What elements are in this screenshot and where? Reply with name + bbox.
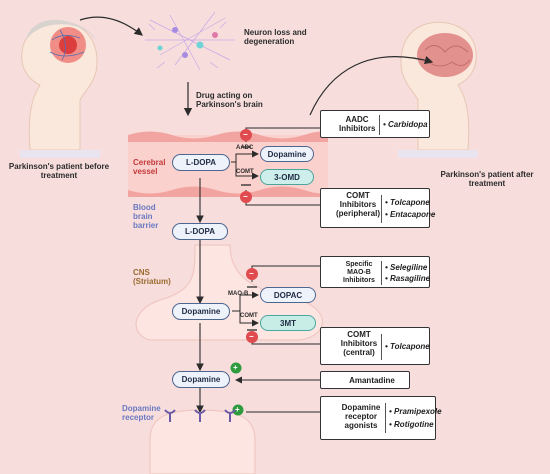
patient-before-label: Parkinson's patient before treatment xyxy=(8,162,110,180)
3-omd-node: 3-OMD xyxy=(260,169,314,185)
amantadine-box: Amantadine xyxy=(320,371,410,389)
cerebral-vessel-label: Cerebral vessel xyxy=(133,158,166,176)
activate-sign: + xyxy=(233,363,238,372)
inhibit-sign: − xyxy=(249,269,254,278)
activate-sign: + xyxy=(235,405,240,414)
l-dopa-brain-node: L-DOPA xyxy=(172,223,228,240)
arrow-head-to-neurons xyxy=(79,16,143,36)
neuron-cluster xyxy=(145,11,235,71)
drug-selegiline: • Selegiline xyxy=(385,263,428,272)
drug-acting-label: Drug acting on Parkinson's brain xyxy=(196,91,263,109)
inhibit-sign: − xyxy=(243,192,248,201)
maob-inhibitor-name: Specific MAO-B Inhibitors xyxy=(343,261,375,284)
aadc-enzyme-label: AADC xyxy=(236,145,254,151)
bbb-label: Blood brain barrier xyxy=(133,203,159,230)
maob-enzyme-label: MAO-B xyxy=(228,291,249,297)
patient-before-illustration xyxy=(20,19,100,158)
maob-inhibitor-box: Specific MAO-B Inhibitors • Selegiline •… xyxy=(320,256,430,288)
drug-rasagiline: • Rasagiline xyxy=(385,274,431,283)
comt-enzyme-label: COMT xyxy=(236,169,254,175)
dopamine-vessel-node: Dopamine xyxy=(260,146,314,162)
comt-central-inhibitor-box: COMT Inhibitors (central) • Tolcapone xyxy=(320,327,430,365)
dopamine-agonist-name: Dopamine receptor agonists xyxy=(341,403,381,430)
dopamine-synapse-node: Dopamine xyxy=(172,371,230,388)
3mt-node: 3MT xyxy=(260,315,316,331)
comt-peripheral-inhibitor-name: COMT Inhibitors (peripheral) xyxy=(335,191,380,218)
inhibition-markers xyxy=(240,129,258,343)
aadc-inhibitor-box: AADC Inhibitors • Carbidopa xyxy=(320,110,430,138)
amantadine-name: Amantadine xyxy=(349,376,395,385)
comt-central-inhibitor-name: COMT Inhibitors (central) xyxy=(340,330,378,357)
dopac-node: DOPAC xyxy=(260,287,316,303)
inhibit-sign: − xyxy=(243,130,248,139)
activation-markers xyxy=(230,362,244,416)
cerebral-vessel-band xyxy=(128,131,328,197)
arrow-to-improved-patient xyxy=(309,56,434,116)
drug-pramipexole: • Pramipexole xyxy=(389,407,442,416)
l-dopa-vessel-node: L-DOPA xyxy=(172,154,230,171)
dopamine-receptor-label: Dopamine receptor xyxy=(122,404,161,422)
neuron-loss-label: Neuron loss and degeneration xyxy=(244,28,307,46)
dopamine-receptors xyxy=(164,409,236,422)
inhibit-sign: − xyxy=(249,332,254,341)
cns-label: CNS (Striatum) xyxy=(133,268,171,286)
patient-after-label: Parkinson's patient after treatment xyxy=(440,170,534,188)
drug-rotigotine: • Rotigotine xyxy=(389,420,434,429)
comt-peripheral-inhibitor-box: COMT Inhibitors (peripheral) • Tolcapone… xyxy=(320,188,435,228)
comt-enzyme-label-cns: COMT xyxy=(240,313,258,319)
dopamine-agonist-box: Dopamine receptor agonists • Pramipexole… xyxy=(320,396,442,440)
drug-carbidopa: • Carbidopa xyxy=(383,120,428,129)
aadc-inhibitor-name: AADC Inhibitors xyxy=(339,115,376,133)
drug-tolcapone: • Tolcapone xyxy=(385,198,430,207)
drug-tolcapone-central: • Tolcapone xyxy=(385,342,430,351)
dopamine-striatum-node: Dopamine xyxy=(172,303,230,320)
drug-entacapone: • Entacapone xyxy=(385,210,436,219)
